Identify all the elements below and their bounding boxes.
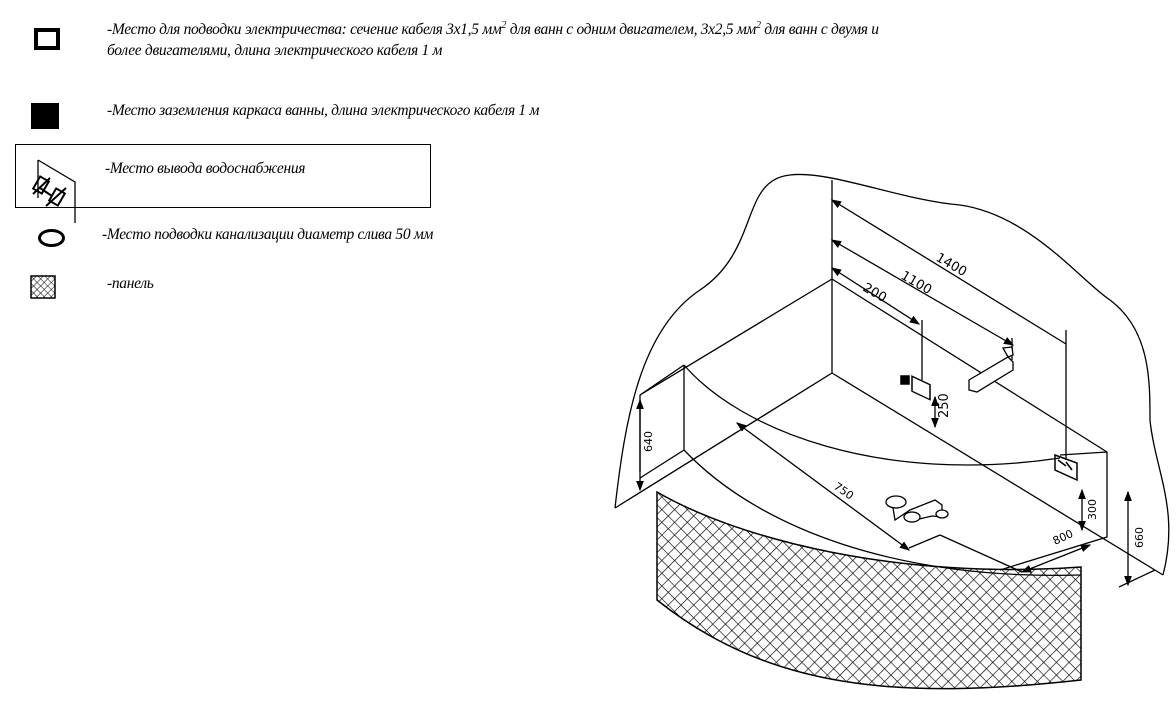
legend-electric-line2: более двигателями, длина электрического …	[107, 42, 443, 59]
tub-inner-edge	[683, 364, 1061, 466]
dim-800: 800	[1051, 527, 1076, 548]
legend-water-text: -Место вывода водоснабжения	[105, 160, 306, 177]
legend-water-box	[15, 144, 431, 208]
panel-hatch-icon	[30, 275, 56, 299]
wall-outline	[614, 173, 1170, 576]
water-supply-marker	[1054, 453, 1078, 482]
dim-1100: 1100	[898, 268, 934, 298]
legend-electric-part1: -Место для подводки электричества: сечен…	[107, 21, 502, 39]
electric-outlet-marker	[900, 375, 931, 401]
legend-electric-part2: для ванн с одним двигателем, 3х2,5 мм	[506, 21, 757, 39]
electric-outlet-icon	[34, 28, 60, 50]
sup: 2	[756, 20, 761, 31]
sup: 2	[501, 20, 507, 31]
legend-ground-text: -Место заземления каркаса ванны, длина э…	[107, 102, 540, 119]
faucet-spout	[968, 346, 1014, 393]
legend-panel-text: -панель	[107, 275, 154, 292]
grounding-icon	[31, 103, 59, 129]
drain-assembly	[885, 495, 949, 523]
legend-electric-text: -Место для подводки электричества: сечен…	[107, 20, 879, 39]
legend-drain-text: -Место подводки канализации диаметр слив…	[102, 226, 434, 243]
legend-electric-part3: для ванн с двумя и	[760, 21, 879, 39]
dim-640: 640	[642, 431, 655, 452]
drain-icon	[38, 229, 65, 247]
front-panel	[656, 490, 1082, 690]
dim-660: 660	[1133, 527, 1146, 548]
dim-300: 300	[1086, 499, 1099, 520]
dim-250: 250	[937, 393, 952, 418]
dim-750: 750	[831, 480, 856, 503]
water-supply-icon	[31, 159, 76, 223]
dim-1400: 1400	[933, 250, 969, 280]
